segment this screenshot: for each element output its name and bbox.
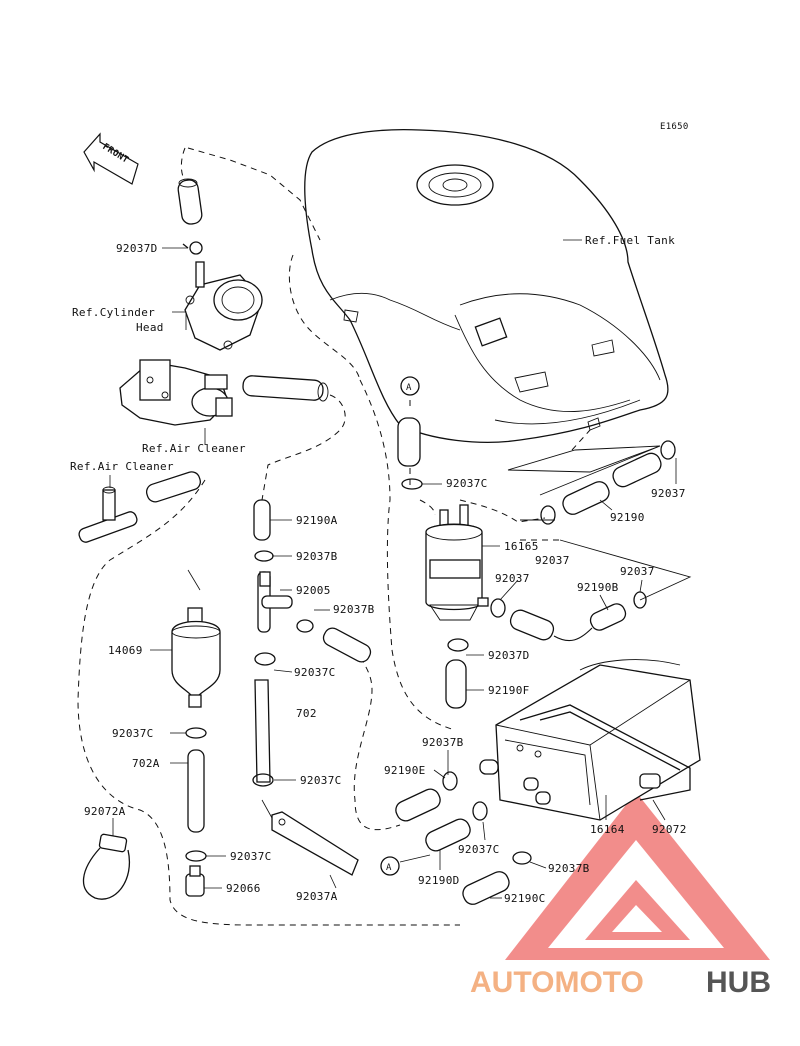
label-92037-b: 92037 xyxy=(495,572,530,585)
label-92072: 92072 xyxy=(652,823,687,836)
ref-cylinder-head-label-1: Ref.Cylinder xyxy=(72,306,155,319)
hose-92190E xyxy=(395,788,441,822)
label-92005: 92005 xyxy=(296,584,331,597)
hose-92190-b xyxy=(612,452,662,488)
clamp-92037C-left xyxy=(185,727,207,739)
watermark-part2: HUB xyxy=(706,966,771,999)
label-92190A: 92190A xyxy=(296,514,338,527)
ref-cylinder-head-label-2: Head xyxy=(136,321,164,334)
clamp-92037B-2 xyxy=(296,619,314,633)
cylinder-head-fitting xyxy=(184,261,263,351)
label-92037-c: 92037 xyxy=(620,565,655,578)
canister-16164 xyxy=(479,659,701,821)
hose-92190A xyxy=(253,499,271,541)
ref-fuel-tank-label: Ref.Fuel Tank xyxy=(585,234,675,247)
hose-92190F xyxy=(445,659,467,709)
clamp-92037C-bottom-left xyxy=(185,850,207,862)
label-92037C-left: 92037C xyxy=(112,727,154,740)
svg-text:A: A xyxy=(386,863,392,873)
clamp-92037C-mid xyxy=(254,652,276,666)
label-92037C-tank: 92037C xyxy=(446,477,488,490)
label-92037D-top: 92037D xyxy=(116,242,158,255)
label-92190C: 92190C xyxy=(504,892,546,905)
watermark-text: AUTOMOTO HUB xyxy=(470,966,771,999)
label-16165: 16165 xyxy=(504,540,539,553)
label-16164: 16164 xyxy=(590,823,625,836)
fitting-92066 xyxy=(185,865,205,897)
clamp-92037C-3 xyxy=(472,801,488,821)
label-92037B-2: 92037B xyxy=(333,603,375,616)
air-cleaner-valve xyxy=(119,359,233,426)
fuel-filter-14069 xyxy=(171,569,221,708)
label-92037C-1: 92037C xyxy=(294,666,336,679)
clamp-92037B-1 xyxy=(254,550,274,562)
hose-92190-a xyxy=(562,481,610,515)
label-92037D-mid: 92037D xyxy=(488,649,530,662)
diagram-code: E1650 xyxy=(660,122,689,132)
label-14069: 14069 xyxy=(108,644,143,657)
front-arrow-icon xyxy=(83,132,139,185)
hose-92190B-b xyxy=(589,603,627,631)
label-92037A: 92037A xyxy=(296,890,338,903)
label-92037-a: 92037 xyxy=(535,554,570,567)
tee-92005 xyxy=(257,571,293,633)
watermark-part1: AUTOMOTO xyxy=(470,966,644,999)
callout-a-bottom: A xyxy=(380,856,400,876)
label-92190: 92190 xyxy=(610,511,645,524)
label-92072A: 92072A xyxy=(84,805,126,818)
callout-a-top: A xyxy=(400,376,420,396)
svg-text:A: A xyxy=(406,383,412,393)
label-702A: 702A xyxy=(132,757,160,770)
breather-hose-top xyxy=(177,178,203,225)
bracket-92037A xyxy=(261,799,359,876)
hose-702 xyxy=(254,679,271,783)
hose-piece-mid xyxy=(322,627,372,663)
clamp-92037B-3 xyxy=(442,771,458,791)
label-92037B-3: 92037B xyxy=(422,736,464,749)
label-92190E: 92190E xyxy=(384,764,426,777)
hose-92190D xyxy=(425,818,471,852)
hose-92190C xyxy=(462,871,510,905)
air-cleaner-hose xyxy=(242,375,329,402)
label-92037B-1: 92037B xyxy=(296,550,338,563)
clamp-92037C-mid2 xyxy=(252,773,274,787)
label-92190D: 92190D xyxy=(418,874,460,887)
ref-air-cleaner-label-1: Ref.Air Cleaner xyxy=(142,442,246,455)
label-92037C-5: 92037C xyxy=(230,850,272,863)
fuel-pump-16165 xyxy=(425,504,489,621)
label-92037C-3: 92037C xyxy=(300,774,342,787)
label-92037-d: 92037 xyxy=(651,487,686,500)
tee-fitting-left xyxy=(78,471,201,543)
clamp-92037D-top xyxy=(182,241,203,255)
cable-tie-92072A xyxy=(82,833,130,900)
clamp-92037B-4 xyxy=(512,851,532,865)
clamp-92037-d xyxy=(660,440,676,460)
hose-92190B-a xyxy=(509,609,555,641)
label-92190F: 92190F xyxy=(488,684,530,697)
fuel-tank-drawing xyxy=(304,129,669,443)
clamp-92037-b xyxy=(490,598,506,618)
label-92066: 92066 xyxy=(226,882,261,895)
label-92190B: 92190B xyxy=(577,581,619,594)
label-92037B-4: 92037B xyxy=(548,862,590,875)
label-702: 702 xyxy=(296,707,317,720)
clamp-92037C-tank xyxy=(401,478,423,490)
label-92037C-4: 92037C xyxy=(458,843,500,856)
ref-air-cleaner-label-2: Ref.Air Cleaner xyxy=(70,460,174,473)
watermark-logo-icon xyxy=(505,792,770,960)
clamp-92037D-mid xyxy=(447,638,469,652)
clamp-92037-a xyxy=(540,505,556,525)
hose-a xyxy=(397,417,421,467)
hose-702A xyxy=(187,749,205,833)
